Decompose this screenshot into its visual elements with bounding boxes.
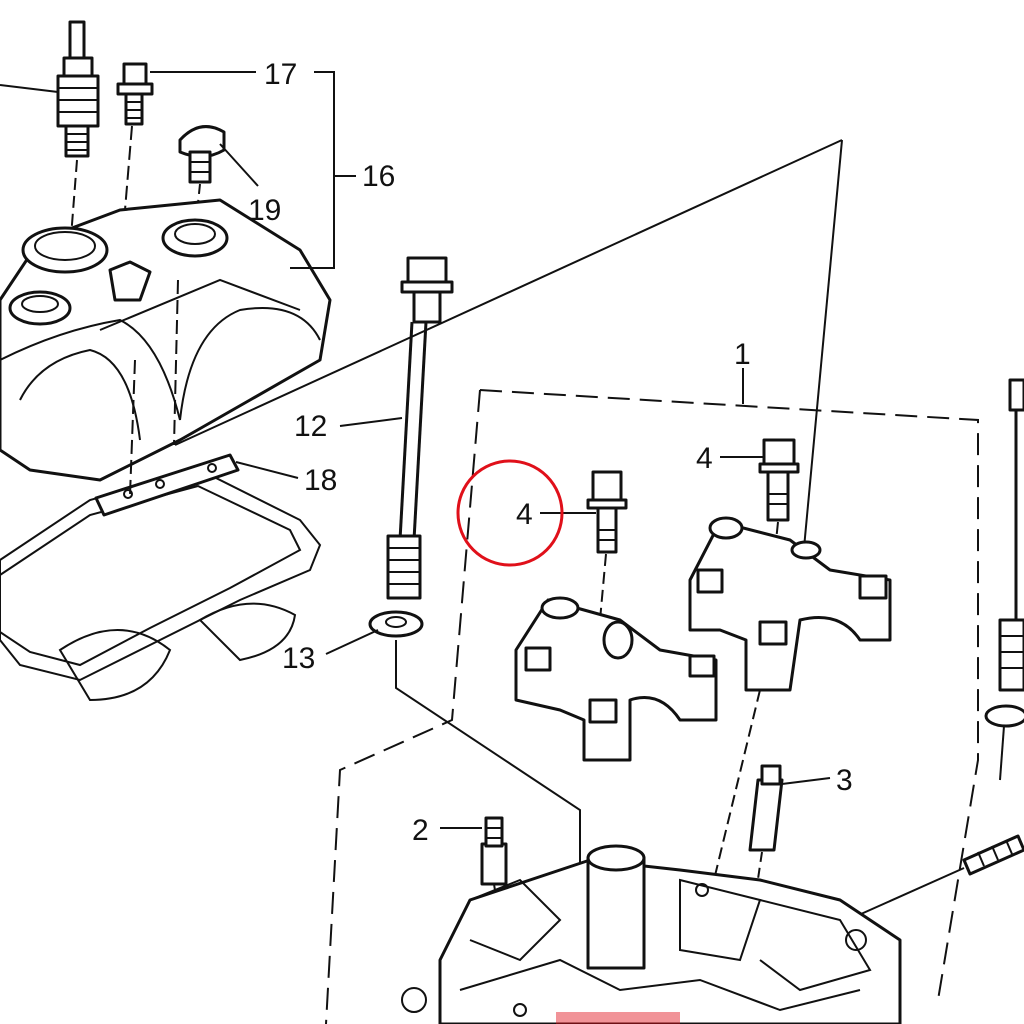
camshaft-cap-bolt-right (758, 438, 800, 581)
cylinder-head (401, 844, 902, 1024)
dowel-pin-3 (711, 689, 784, 1001)
cover-lobe-left (58, 629, 172, 702)
dowel-pin-2 (480, 816, 517, 1024)
callout-18: 18 (304, 464, 337, 497)
spark-plug (0, 20, 100, 251)
camshaft-cap-right (688, 516, 892, 692)
camshaft-cap-left (514, 596, 718, 762)
phantom-line-top (174, 139, 843, 446)
highlight-circle (456, 459, 564, 567)
camshaft-cap-bolt-left (586, 470, 628, 621)
callout-19: 19 (248, 194, 281, 227)
bottom-highlight-fragment (556, 1012, 680, 1024)
cylinder-head-cover (0, 198, 332, 482)
callout-16: 16 (362, 160, 395, 193)
stud-bolt-12 (386, 256, 454, 600)
callout-13: 13 (282, 642, 315, 675)
callout-1: 1 (734, 338, 751, 371)
bracket-16 (290, 71, 335, 269)
callout-4-highlighted: 4 (516, 498, 533, 531)
callout-12: 12 (294, 410, 327, 443)
callout-4: 4 (696, 442, 713, 475)
callout-2: 2 (412, 814, 429, 847)
cover-lobe-right (198, 602, 297, 662)
plate-18 (94, 279, 240, 517)
callout-3: 3 (836, 764, 853, 797)
short-stud (851, 834, 1024, 919)
phantom-line-right (803, 139, 843, 549)
assembly-boundary-1 (325, 389, 979, 1024)
callout-17: 17 (264, 58, 297, 91)
stud-bolt-right (984, 378, 1024, 781)
